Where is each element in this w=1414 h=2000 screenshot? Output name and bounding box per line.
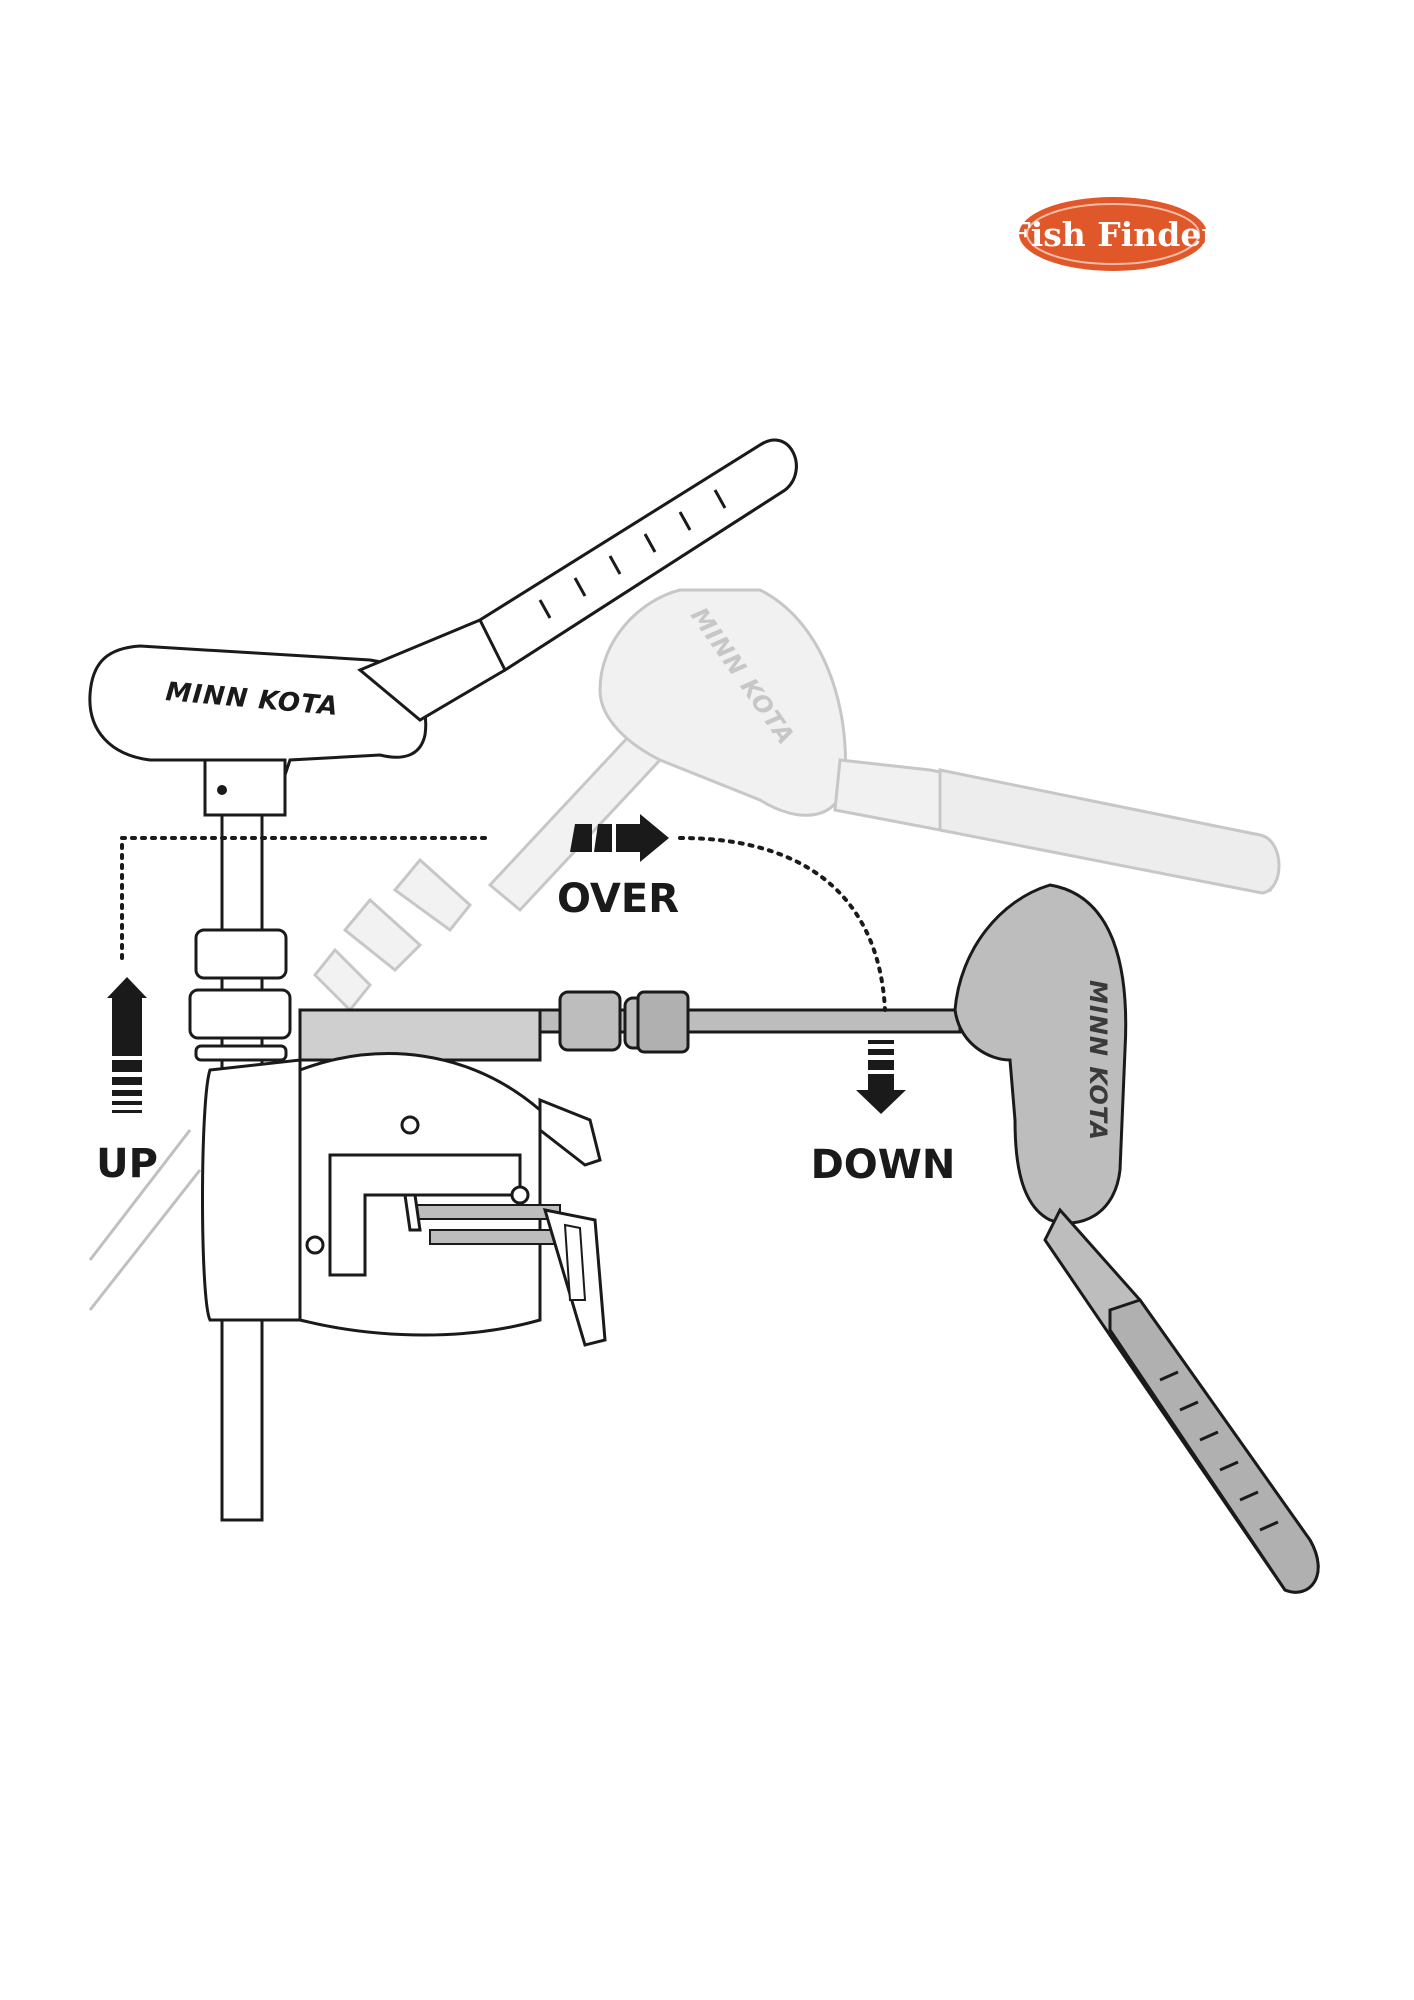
motor-up-position: MINN KOTA [88, 438, 798, 1522]
ghost-transom-lines [88, 1129, 202, 1311]
brand-down: MINN KOTA [1084, 980, 1112, 1141]
mounting-bracket [201, 1008, 607, 1347]
motion-path [120, 836, 887, 1012]
logo-text: Fish Finder [1007, 215, 1219, 254]
arrow-up-icon [107, 977, 147, 1113]
motor-down-position: MINN KOTA [538, 883, 1320, 1594]
label-down: DOWN [811, 1142, 956, 1188]
label-over: OVER [557, 876, 679, 922]
arrow-right-icon [570, 814, 669, 862]
fish-finder-logo: Fish Finder [1007, 197, 1219, 271]
motor-over-position: MINN KOTA [312, 588, 1281, 1013]
label-up: UP [96, 1141, 158, 1187]
arrow-down-icon [856, 1040, 906, 1114]
